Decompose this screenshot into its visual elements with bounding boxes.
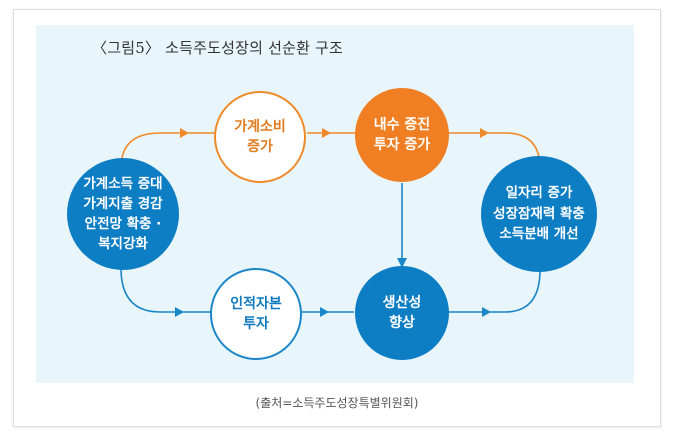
source-caption: (출처=소득주도성장특별위원회) bbox=[255, 396, 419, 410]
arrow-path-bottom-left bbox=[120, 267, 211, 313]
node-household-consumption: 가계소비 증가 bbox=[214, 91, 306, 183]
node-domestic-investment: 내수 증진 투자 증가 bbox=[355, 88, 449, 182]
node-human-capital-label: 인적자본 투자 bbox=[230, 295, 282, 332]
node-productivity-label: 생산성 향상 bbox=[382, 294, 422, 331]
arrowhead-top-left bbox=[180, 128, 189, 138]
node-jobs-growth-label: 일자리 증가 성장잠재력 확충 소득분배 개선 bbox=[493, 184, 585, 243]
node-domestic-investment-label: 내수 증진 투자 증가 bbox=[373, 116, 431, 153]
arrow-path-bottom-right bbox=[448, 269, 541, 313]
figure-title: 〈그림5〉 소득주도성장의 선순환 구조 bbox=[92, 39, 344, 57]
arrowhead-bottom-right bbox=[482, 307, 491, 317]
node-jobs-growth: 일자리 증가 성장잠재력 확충 소득분배 개선 bbox=[481, 156, 597, 272]
arrowhead-bottom-mid bbox=[320, 307, 329, 317]
node-productivity: 생산성 향상 bbox=[355, 266, 449, 360]
arrowhead-bottom-left bbox=[175, 307, 184, 317]
node-human-capital: 인적자본 투자 bbox=[210, 268, 302, 360]
arrowhead-top-mid bbox=[322, 128, 331, 138]
node-income-policy: 가계소득 증대 가계지출 경감 안전망 확충 · 복지강화 bbox=[67, 158, 179, 270]
node-household-consumption-label: 가계소비 증가 bbox=[234, 118, 286, 155]
arrowhead-vertical bbox=[397, 258, 407, 268]
arrowhead-top-right bbox=[480, 128, 489, 138]
node-income-policy-label: 가계소득 증대 가계지출 경감 안전망 확충 · 복지강화 bbox=[83, 175, 163, 253]
